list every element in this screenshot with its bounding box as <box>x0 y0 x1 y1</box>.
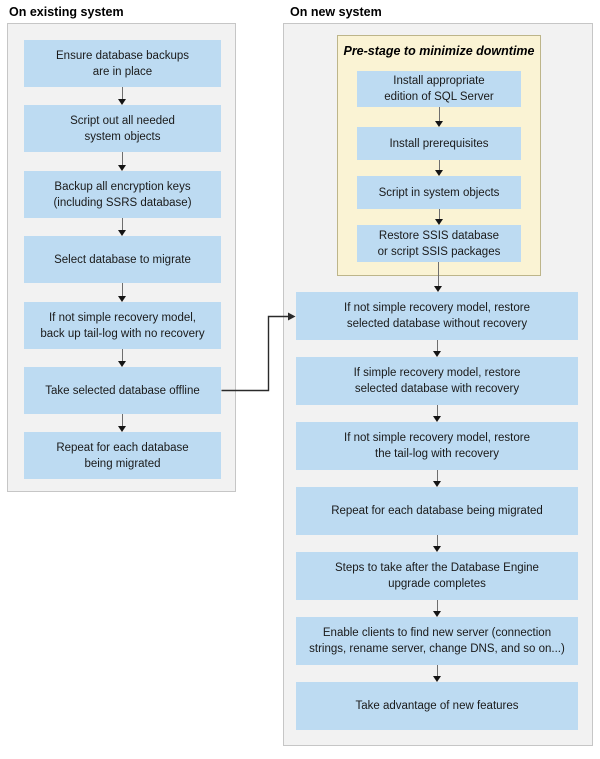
down-arrow-icon <box>118 283 127 302</box>
flow-step-post-upgrade-steps: Steps to take after the Database Engine … <box>296 552 578 600</box>
flow-step-take-offline: Take selected database offline <box>24 367 221 414</box>
down-arrow-icon <box>433 405 442 422</box>
flow-step-restore-with-recovery: If simple recovery model, restore select… <box>296 357 578 405</box>
flow-step-install-sql-server: Install appropriate edition of SQL Serve… <box>357 71 521 107</box>
new-system-title: On new system <box>290 5 382 19</box>
flow-step-backup-tail-log: If not simple recovery model, back up ta… <box>24 302 221 349</box>
down-arrow-icon <box>433 600 442 617</box>
flow-step-ensure-backups: Ensure database backups are in place <box>24 40 221 87</box>
prestage-group-title: Pre-stage to minimize downtime <box>343 44 535 58</box>
flow-step-script-in-objects: Script in system objects <box>357 176 521 209</box>
flow-step-script-out-objects: Script out all needed system objects <box>24 105 221 152</box>
down-arrow-icon <box>434 262 443 292</box>
flow-step-repeat-existing: Repeat for each database being migrated <box>24 432 221 479</box>
flow-step-restore-without-recovery: If not simple recovery model, restore se… <box>296 292 578 340</box>
flow-step-repeat-new: Repeat for each database being migrated <box>296 487 578 535</box>
flow-step-backup-encryption-keys: Backup all encryption keys (including SS… <box>24 171 221 218</box>
flow-step-restore-ssis: Restore SSIS database or script SSIS pac… <box>357 225 521 262</box>
flow-step-new-features: Take advantage of new features <box>296 682 578 730</box>
down-arrow-icon <box>433 665 442 682</box>
flow-step-restore-tail-log: If not simple recovery model, restore th… <box>296 422 578 470</box>
flow-step-enable-clients: Enable clients to find new server (conne… <box>296 617 578 665</box>
down-arrow-icon <box>118 152 127 171</box>
down-arrow-icon <box>435 160 444 176</box>
down-arrow-icon <box>433 470 442 487</box>
down-arrow-icon <box>118 218 127 236</box>
down-arrow-icon <box>433 535 442 552</box>
down-arrow-icon <box>435 209 444 225</box>
down-arrow-icon <box>118 87 127 105</box>
down-arrow-icon <box>118 414 127 432</box>
flow-step-select-database: Select database to migrate <box>24 236 221 283</box>
down-arrow-icon <box>118 349 127 367</box>
down-arrow-icon <box>433 340 442 357</box>
flow-step-install-prerequisites: Install prerequisites <box>357 127 521 160</box>
existing-system-title: On existing system <box>9 5 124 19</box>
down-arrow-icon <box>435 107 444 127</box>
